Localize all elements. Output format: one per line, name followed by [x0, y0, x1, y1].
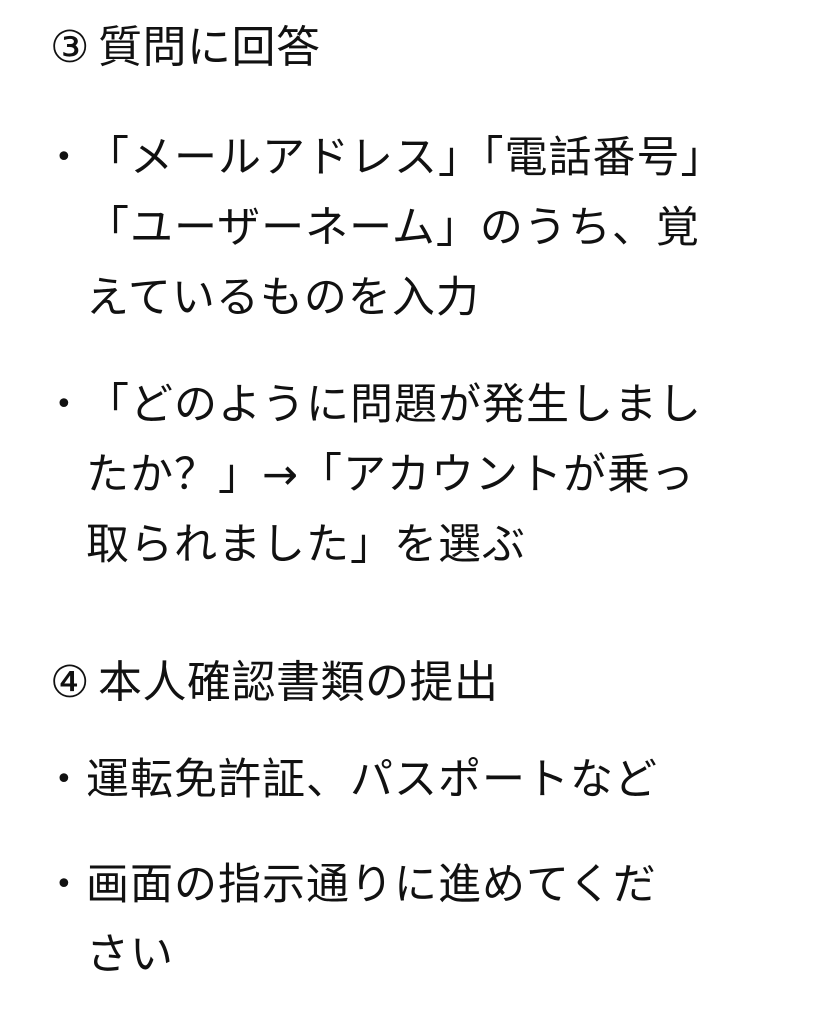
- step-number: ④: [50, 657, 90, 708]
- bullet-marker: •: [55, 762, 73, 797]
- list-item-line: えているものを入力: [86, 273, 480, 323]
- list-item-id-documents: • 運転免許証、パスポートなど: [55, 745, 795, 815]
- list-item-line: 運転免許証、パスポートなど: [86, 755, 658, 805]
- list-item-line: 「どのように問題が発生しまし: [86, 380, 702, 430]
- list-item-line: 画面の指示通りに進めてくだ: [86, 860, 657, 910]
- list-item-follow-instructions: • 画面の指示通りに進めてくだ さい: [55, 850, 795, 990]
- list-item-line: 取られました」を選ぶ: [86, 520, 526, 570]
- list-item-select-problem: • 「どのように問題が発生しまし たか？」→「アカウントが乗っ 取られました」を…: [55, 370, 795, 580]
- bullet-marker: •: [55, 140, 73, 175]
- list-item-line: 「メールアドレス」「電話番号」: [86, 133, 725, 183]
- section-title: 本人確認書類の提出: [97, 657, 499, 708]
- list-item-line: たか？」→「アカウントが乗っ: [86, 450, 696, 500]
- list-item-enter-info: • 「メールアドレス」「電話番号」 「ユーザーネーム」のうち、覚 えているものを…: [55, 123, 795, 333]
- bullet-marker: •: [55, 867, 73, 902]
- list-item-line: さい: [86, 930, 174, 980]
- step-number: ③: [50, 22, 90, 73]
- section-title: 質問に回答: [97, 22, 321, 73]
- bullet-marker: •: [55, 387, 73, 422]
- list-item-line: 「ユーザーネーム」のうち、覚: [86, 203, 700, 253]
